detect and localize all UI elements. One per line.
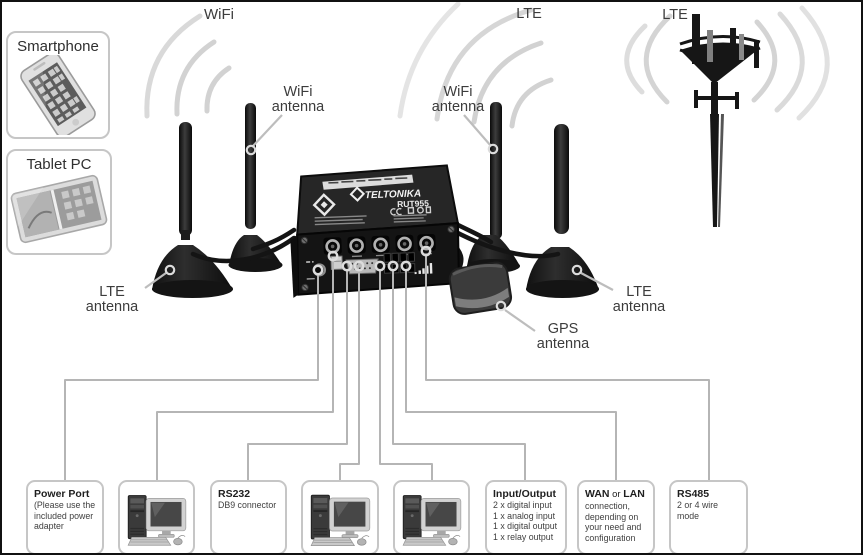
tablet-panel: Tablet PC	[6, 149, 112, 255]
wifi-waves-icon	[144, 13, 232, 119]
port-box-description-line: 1 x relay output	[493, 531, 554, 542]
port-box-title: Input/Output	[493, 488, 556, 500]
label-lte-right: LTE	[662, 7, 688, 23]
teltonika-logo: TELTONIKA RUT955	[312, 186, 429, 217]
port-box-description-line: your need and	[585, 522, 642, 533]
lte-antenna-right-illustration	[526, 124, 599, 298]
sma-connectors	[323, 233, 436, 258]
router-model: RUT955	[397, 198, 429, 209]
label-lte-antenna-left: LTE antenna	[85, 284, 139, 315]
port-box-description-line: 1 x analog input	[493, 510, 556, 521]
port-box-title: RS232	[218, 488, 251, 500]
port-box-description-line: (Please use the	[34, 500, 96, 510]
smartphone-illustration	[20, 52, 96, 138]
label-callout-lines	[144, 114, 614, 332]
smartphone-panel-title: Smartphone	[17, 38, 99, 55]
port-box-description-line: included power	[34, 510, 94, 521]
label-wifi-top: WiFi	[204, 6, 234, 23]
port-box-title: WAN or LAN	[585, 488, 645, 500]
smartphone-panel: Smartphone	[6, 31, 110, 139]
port-box-computer-2	[301, 480, 379, 553]
port-box-description-line: 1 x digital output	[493, 521, 558, 532]
port-box-description-line: DB9 connector	[218, 500, 277, 510]
label-wifi-antenna-left: WiFi antenna	[271, 84, 325, 115]
router-brand: TELTONIKA	[365, 188, 422, 201]
port-callout-lines	[64, 254, 710, 482]
router-illustration: TELTONIKA RUT955	[290, 164, 460, 298]
port-box-title: RS485	[677, 488, 710, 500]
computer-illustration	[401, 488, 463, 551]
wifi-antenna-left-illustration	[228, 103, 283, 272]
port-box-description-line: 2 or 4 wire mode	[677, 500, 719, 521]
signal-bars-icon	[414, 262, 433, 275]
port-box-description-line: connection,	[585, 501, 630, 511]
label-lte-antenna-right: LTE antenna	[612, 284, 666, 315]
port-box-description-line: depending on	[585, 511, 639, 522]
computer-illustration	[309, 488, 372, 551]
port-callout-rings	[312, 245, 432, 276]
label-gps-antenna: GPS antenna	[536, 321, 590, 352]
port-box-description-line: 2 x digital input	[493, 500, 552, 510]
label-wifi-antenna-right: WiFi antenna	[431, 84, 485, 115]
label-lte-mid: LTE	[516, 6, 542, 22]
tower-waves-icon	[624, 5, 830, 121]
cell-tower-illustration	[679, 14, 761, 227]
port-box-computer-3	[393, 480, 470, 553]
port-box-computer-1	[118, 480, 195, 553]
port-box-description-line: adapter	[34, 521, 64, 532]
lte-antenna-left-illustration	[152, 122, 233, 298]
gps-antenna-illustration	[448, 261, 513, 315]
router-fineprint	[314, 214, 427, 226]
port-box-description-line: configuration	[585, 532, 636, 543]
computer-illustration	[126, 488, 188, 551]
tablet-illustration	[10, 174, 108, 244]
port-box-title: Power Port	[34, 488, 90, 500]
certification-marks	[390, 206, 432, 216]
lte-waves-icon	[397, 2, 554, 129]
tablet-panel-title: Tablet PC	[26, 156, 92, 173]
